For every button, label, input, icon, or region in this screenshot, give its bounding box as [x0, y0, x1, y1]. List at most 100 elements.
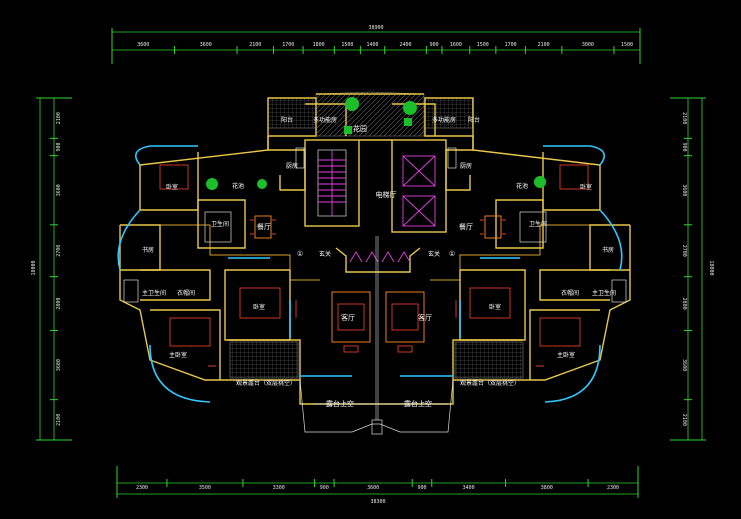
dimension-label: 2100: [56, 414, 62, 426]
dimension-label: 2300: [607, 485, 619, 491]
axis-markers: ① ①: [297, 250, 455, 258]
plant-icon: [257, 179, 267, 189]
label-bedroom-top-right: 卧室: [580, 183, 592, 191]
dimension-label: 900: [430, 42, 439, 48]
bed-left: [239, 287, 281, 319]
furniture: [123, 147, 627, 367]
label-multi-room-right: 多功能房: [432, 116, 456, 124]
plant-icon: [206, 178, 218, 190]
dimension-label: 3300: [273, 485, 285, 491]
dimension-label: 3600: [200, 42, 212, 48]
bottom-dimensions: 38300 2300 3500 3300 900 3600 900 3400 3800 2300: [116, 466, 639, 505]
dimension-label: 1500: [477, 42, 489, 48]
label-bath-left: 卫生间: [211, 220, 229, 228]
dimension-label: 1700: [282, 42, 294, 48]
label-void-left: 露台上空: [326, 399, 354, 408]
master-bed-right: [539, 317, 581, 347]
dimension-label: 2700: [56, 245, 62, 257]
dimension-label: 900: [56, 142, 62, 151]
bed-top-left: [159, 164, 189, 190]
dining-table-left: [254, 215, 272, 239]
axis-mark-right: ①: [449, 250, 455, 258]
dimension-label: 2100: [538, 42, 550, 48]
label-master-right: 主卧室: [557, 351, 575, 359]
label-void-right: 露台上空: [404, 399, 432, 408]
axis-mark-left: ①: [297, 250, 303, 258]
dimension-label: 3600: [56, 359, 62, 371]
label-kitchen-left: 厨房: [286, 162, 298, 170]
elevator-2: [402, 195, 436, 227]
terrace-left-hatch: [229, 341, 299, 379]
label-bedroom-left: 卧室: [253, 303, 265, 311]
bottom-total-dimension: 38300: [370, 499, 385, 505]
label-elevator-hall: 电梯厅: [376, 190, 397, 199]
label-master-bath-right: 主卫生间: [592, 289, 616, 297]
label-foyer-right: 玄关: [428, 250, 440, 258]
label-closet-left: 衣帽间: [177, 289, 195, 297]
dimension-label: 2300: [136, 485, 148, 491]
dimension-label: 3500: [199, 485, 211, 491]
dimension-label: 1400: [367, 42, 379, 48]
plants: [206, 97, 546, 190]
master-bed-left: [169, 317, 211, 347]
label-garden: 花园: [353, 124, 367, 133]
bath-fixtures-left: [204, 211, 232, 243]
label-closet-right: 衣帽间: [561, 289, 579, 297]
utility-left-hatch: [267, 97, 317, 129]
label-master-bath-left: 主卫生间: [142, 289, 166, 297]
label-utility-right: 阳台: [468, 116, 480, 124]
label-planter-right: 花池: [516, 182, 528, 190]
label-terrace-right: 观景露台（双层挑空）: [460, 379, 520, 387]
dimension-label: 2400: [400, 42, 412, 48]
top-total-dimension: 38900: [368, 25, 383, 31]
label-utility-left: 阳台: [281, 116, 293, 124]
dimension-label: 2100: [681, 414, 687, 426]
dimension-label: 3600: [367, 485, 379, 491]
dimension-label: 2100: [681, 112, 687, 124]
dimension-label: 900: [681, 142, 687, 151]
dimension-label: 900: [320, 485, 329, 491]
label-foyer-left: 玄关: [319, 250, 331, 258]
label-terrace-left: 观景露台（双层挑空）: [236, 379, 296, 387]
dimension-label: 900: [417, 485, 426, 491]
label-planter-left: 花池: [232, 182, 244, 190]
room-labels: 阳台 多功能房 花园 多功能房 阳台 厨房 厨房 电梯厅 卧室 卧室 花池 花池…: [142, 116, 616, 408]
label-bedroom-top-left: 卧室: [166, 183, 178, 191]
window-top-right: [543, 145, 606, 166]
plant-icon: [534, 176, 546, 188]
dimension-label: 3600: [681, 184, 687, 196]
window-right-master: [544, 344, 601, 403]
label-dining-right: 餐厅: [459, 222, 473, 231]
dimension-label: 1500: [341, 42, 353, 48]
plan-core: [117, 91, 631, 435]
bed-right: [469, 287, 511, 319]
dimension-label: 2100: [249, 42, 261, 48]
dimension-label: 3400: [463, 485, 475, 491]
plant-icon: [403, 101, 417, 115]
label-multi-room-left: 多功能房: [313, 116, 337, 124]
plant-icon: [345, 97, 359, 111]
left-total-dimension: 18000: [31, 260, 37, 275]
label-kitchen-right: 厨房: [460, 162, 472, 170]
window-top-left: [134, 145, 198, 166]
dimension-label: 1600: [450, 42, 462, 48]
sofa-left: [331, 291, 371, 343]
bed-top-right: [559, 164, 589, 190]
label-living-right: 客厅: [418, 313, 432, 322]
label-master-left: 主卧室: [169, 351, 187, 359]
label-study-left: 书房: [142, 246, 154, 254]
bath-fixtures-right: [519, 211, 547, 243]
stair-treads: [318, 150, 346, 216]
right-total-dimension: 18000: [708, 260, 714, 275]
sofa-right: [385, 291, 425, 343]
terrace-right-hatch: [454, 341, 524, 379]
window-left-bay: [117, 209, 141, 271]
dimension-label: 1700: [505, 42, 517, 48]
dimension-label: 3800: [541, 485, 553, 491]
dimension-label: 1500: [621, 42, 633, 48]
window-left-master: [149, 344, 211, 403]
